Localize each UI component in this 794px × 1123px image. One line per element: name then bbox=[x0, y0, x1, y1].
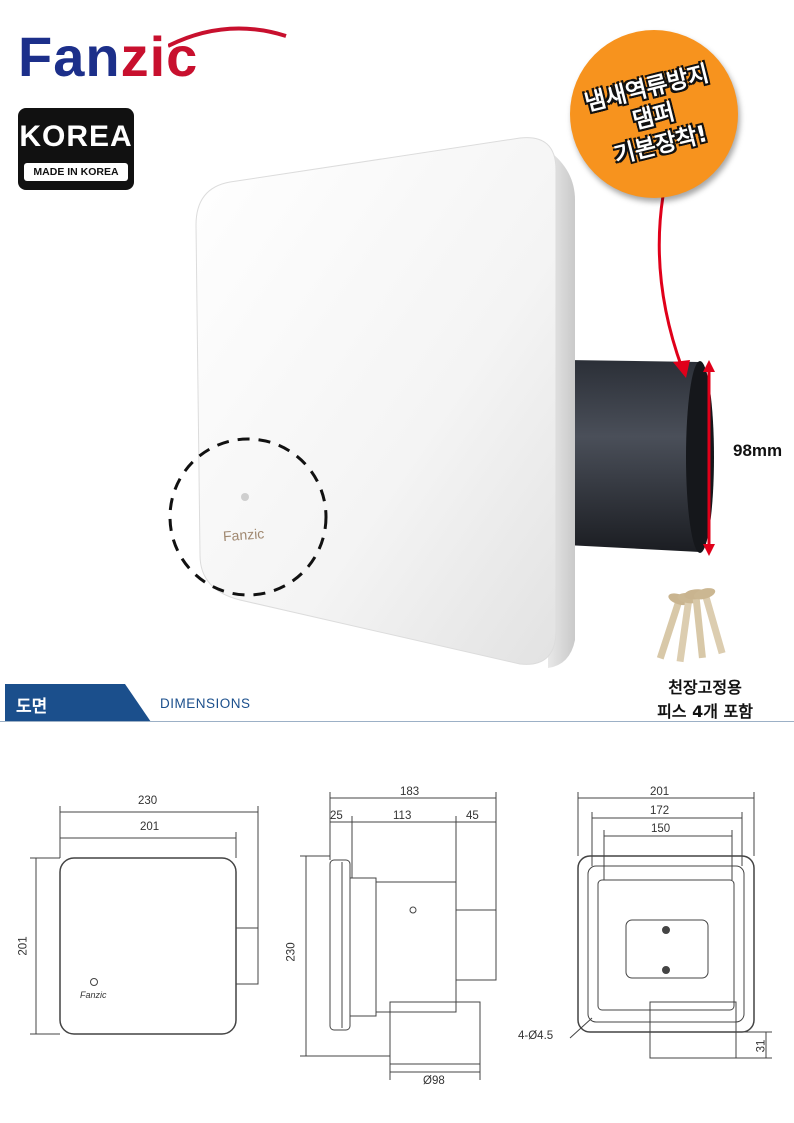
front-height: 201 bbox=[17, 936, 30, 956]
back-width-c: 150 bbox=[651, 823, 671, 835]
front-logo: Fanzic bbox=[80, 990, 107, 1000]
duct-pipe bbox=[566, 360, 700, 552]
duct-size-label: 98mm bbox=[733, 441, 783, 460]
made-in-korea-badge: KOREA MADE IN KOREA bbox=[18, 108, 134, 190]
side-overall-depth: 183 bbox=[400, 786, 420, 798]
back-holes: 4-Ø4.5 bbox=[518, 1030, 554, 1042]
screw-caption: 천장고정용 피스 4개 포함 bbox=[620, 676, 790, 724]
korea-word: KOREA bbox=[19, 120, 133, 153]
back-width-b: 172 bbox=[650, 805, 670, 817]
side-depth-b: 113 bbox=[393, 810, 412, 822]
product-image: Fanzic bbox=[168, 137, 726, 668]
front-view-drawing bbox=[30, 806, 259, 1035]
section-subtitle: DIMENSIONS bbox=[160, 696, 251, 711]
dimension-drawings bbox=[30, 792, 772, 1080]
dashed-circle-highlight bbox=[168, 437, 328, 597]
brand-swoosh-icon bbox=[168, 26, 287, 48]
made-in-korea-label: MADE IN KOREA bbox=[24, 163, 128, 181]
section-tab bbox=[5, 684, 151, 722]
promo-arrow bbox=[657, 195, 684, 369]
side-depth-a: 25 bbox=[330, 810, 343, 822]
promo-badge: 냄새역류방지 댐퍼 기본장착! bbox=[570, 30, 738, 198]
brand-logo: Fanzic bbox=[18, 22, 287, 92]
duct-opening bbox=[686, 361, 714, 553]
side-view-drawing bbox=[300, 792, 497, 1080]
brand-logo-part1: Fan bbox=[18, 25, 121, 88]
front-overall-width: 230 bbox=[138, 795, 158, 807]
brand-logo-part2: zic bbox=[120, 25, 199, 88]
back-view-drawing bbox=[569, 792, 772, 1059]
screw-caption-line1: 천장고정용 bbox=[668, 678, 742, 697]
side-height: 230 bbox=[285, 942, 298, 962]
back-width-a: 201 bbox=[650, 786, 670, 798]
section-title: 도면 bbox=[16, 697, 48, 717]
side-duct-diameter: Ø98 bbox=[423, 1075, 445, 1087]
side-depth-c: 45 bbox=[466, 810, 479, 822]
back-offset: 31 bbox=[755, 1039, 768, 1053]
indicator-led bbox=[241, 493, 249, 501]
front-panel bbox=[195, 137, 557, 665]
section-divider bbox=[0, 721, 794, 722]
dimensions-section-header: 도면 DIMENSIONS bbox=[0, 684, 794, 724]
screw-caption-line2: 피스 4개 포함 bbox=[657, 702, 753, 721]
front-panel-width: 201 bbox=[140, 821, 160, 833]
screws-image bbox=[656, 588, 726, 663]
panel-logo: Fanzic bbox=[222, 525, 264, 544]
